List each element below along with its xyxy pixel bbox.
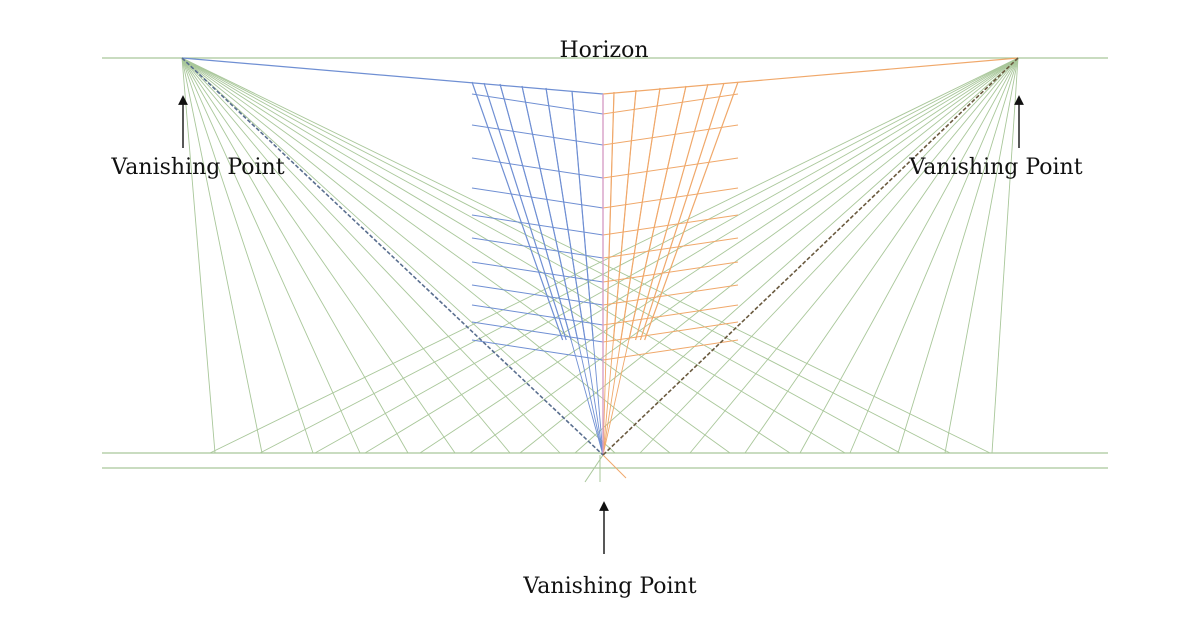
left-wall-horizontal-line bbox=[471, 304, 604, 326]
guide-line-from-right-vp bbox=[209, 57, 1019, 454]
right-wall-horizontal-line bbox=[602, 339, 739, 361]
right-wall-horizontal-line bbox=[602, 214, 739, 236]
right-wall-vertical-extension bbox=[602, 85, 687, 456]
right-wall-horizontal-line bbox=[602, 157, 739, 179]
guide-line-from-right-vp bbox=[574, 57, 1019, 454]
right-wall-horizontal-line bbox=[602, 237, 739, 259]
right-wall-vertical-line bbox=[634, 83, 709, 341]
left-wall-horizontal-line bbox=[471, 321, 604, 343]
guide-line-from-left-vp bbox=[181, 57, 511, 454]
guide-line-from-left-vp bbox=[181, 57, 731, 454]
guide-line-from-left-vp bbox=[181, 57, 846, 454]
left-wall-horizontal-line bbox=[471, 124, 604, 146]
main-edges-layer bbox=[181, 57, 1019, 456]
arrows-layer bbox=[178, 95, 1024, 554]
left-wall-horizontal-line bbox=[471, 187, 604, 209]
guide-line-from-left-vp bbox=[181, 57, 409, 454]
guide-line-from-left-vp bbox=[181, 57, 361, 454]
guide-line-from-right-vp bbox=[419, 57, 1019, 454]
left-diagonal-edge bbox=[181, 57, 604, 456]
left-wall-horizontal-line bbox=[471, 214, 604, 236]
left-wall-horizontal-line bbox=[471, 237, 604, 259]
guide-line-from-right-vp bbox=[259, 57, 1019, 454]
vanishing-point-right-label: Vanishing Point bbox=[908, 155, 1082, 180]
guide-line-from-right-vp bbox=[689, 57, 1019, 454]
left-wall-horizontal-line bbox=[471, 339, 604, 361]
left-wall-horizontal-line bbox=[471, 93, 604, 115]
guide-line-from-left-vp bbox=[181, 57, 216, 454]
guide-line-from-left-vp bbox=[181, 57, 314, 454]
right-wall-horizontal-line bbox=[602, 261, 739, 283]
guide-line-from-right-vp bbox=[849, 57, 1019, 454]
right-wall-vertical-extension bbox=[602, 91, 615, 456]
left-wall-vertical-extension bbox=[499, 83, 604, 456]
guide-line-from-left-vp bbox=[181, 57, 901, 454]
guide-line-from-left-vp bbox=[181, 57, 791, 454]
guide-line-from-right-vp bbox=[744, 57, 1019, 454]
guide-line-from-right-vp bbox=[897, 57, 1019, 454]
vanishing-point-left-label: Vanishing Point bbox=[110, 155, 284, 180]
right-wall-horizontal-line bbox=[602, 304, 739, 326]
right-wall-horizontal-line bbox=[602, 284, 739, 306]
right-wall-grid bbox=[602, 57, 1019, 456]
left-wall-horizontal-line bbox=[471, 157, 604, 179]
guide-line-from-right-vp bbox=[519, 57, 1019, 454]
left-wall-top-edge bbox=[181, 57, 604, 95]
guide-line-from-right-vp bbox=[991, 57, 1019, 454]
right-wall-horizontal-line bbox=[602, 93, 739, 115]
guide-line-from-right-vp bbox=[314, 57, 1019, 454]
guide-line-from-right-vp bbox=[639, 57, 1019, 454]
left-wall-vertical-extension bbox=[521, 85, 604, 456]
left-wall-horizontal-line bbox=[471, 284, 604, 306]
bottom-vp-cross-line bbox=[602, 454, 627, 479]
right-wall-horizontal-line bbox=[602, 187, 739, 209]
right-wall-vertical-extension bbox=[602, 89, 637, 456]
right-wall-horizontal-line bbox=[602, 321, 739, 343]
guide-lines-layer bbox=[102, 57, 1108, 483]
guide-line-from-left-vp bbox=[181, 57, 951, 454]
guide-line-from-right-vp bbox=[364, 57, 1019, 454]
left-wall-vertical-extension bbox=[571, 90, 604, 456]
guide-line-from-left-vp bbox=[181, 57, 561, 454]
vanishing-point-bottom-label: Vanishing Point bbox=[522, 574, 696, 599]
guide-line-from-left-vp bbox=[181, 57, 616, 454]
left-wall-horizontal-line bbox=[471, 261, 604, 283]
left-wall-grid bbox=[181, 57, 604, 456]
guide-line-from-left-vp bbox=[181, 57, 456, 454]
right-wall-vertical-extension bbox=[602, 87, 661, 456]
left-wall-vertical-extension bbox=[545, 87, 604, 456]
guide-line-from-left-vp bbox=[181, 57, 671, 454]
right-wall-horizontal-line bbox=[602, 124, 739, 146]
right-wall-top-edge bbox=[602, 57, 1019, 95]
guide-line-from-right-vp bbox=[469, 57, 1019, 454]
guide-line-from-right-vp bbox=[944, 57, 1019, 454]
guide-line-from-left-vp bbox=[181, 57, 263, 454]
horizon-label: Horizon bbox=[560, 38, 649, 63]
guide-line-from-right-vp bbox=[799, 57, 1019, 454]
